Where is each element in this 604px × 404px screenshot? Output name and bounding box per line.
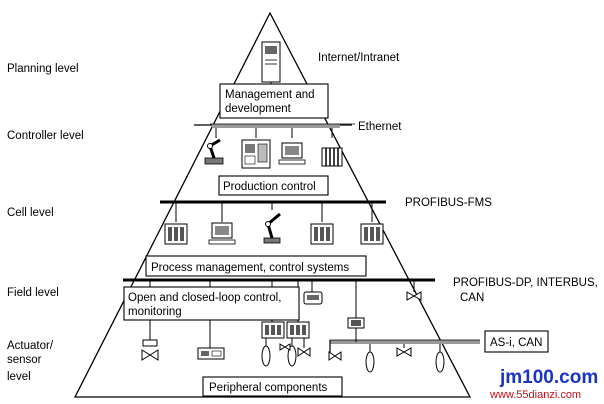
sensor-probe-icon <box>365 344 375 373</box>
level-cell: Cell level <box>7 207 54 219</box>
asi-bus <box>330 340 480 344</box>
network-internet: Internet/Intranet <box>318 52 400 64</box>
management-box <box>219 83 329 119</box>
plc-rack-icon <box>261 321 310 339</box>
open-closed-label-2: monitoring <box>128 306 182 318</box>
valve-icon <box>406 291 422 301</box>
network-profibus-fms: PROFIBUS-FMS <box>405 197 492 209</box>
network-profibus-dp-1: PROFIBUS-DP, INTERBUS, <box>453 277 598 289</box>
plc-rack-icon <box>321 147 343 167</box>
asi-label: AS-i, CAN <box>490 337 542 349</box>
cnc-machine-icon <box>241 139 271 169</box>
computer-terminal-icon <box>278 142 306 165</box>
level-field: Field level <box>7 287 59 299</box>
production-control-box <box>218 175 329 196</box>
watermark-brand: jm100.com <box>499 367 598 388</box>
sensor-probe-icon <box>261 338 311 367</box>
valve-icon <box>396 344 412 357</box>
sensor-probe-icon <box>435 344 445 373</box>
computer-terminal-icon <box>208 222 236 245</box>
robot-arm-icon <box>263 212 281 244</box>
process-management-box <box>145 255 367 277</box>
display-panel-icon <box>303 291 323 305</box>
level-actuator-2: sensor <box>7 354 42 366</box>
open-closed-label-1: Open and closed-loop control, <box>128 292 281 304</box>
level-controller: Controller level <box>7 130 84 142</box>
production-control-label: Production control <box>223 181 316 193</box>
server-tower-icon <box>261 41 281 84</box>
level-planning: Planning level <box>7 63 79 75</box>
management-label-1: Management and <box>225 89 315 101</box>
display-panel-icon <box>197 347 225 360</box>
peripheral-components-label: Peripheral components <box>209 382 328 394</box>
open-closed-loop-box <box>123 286 300 321</box>
plc-rack-icon <box>360 223 384 245</box>
plc-rack-icon <box>310 223 334 245</box>
plc-rack-icon <box>347 317 365 329</box>
peripheral-components-box <box>202 376 343 397</box>
plc-rack-icon <box>164 223 188 245</box>
management-label-2: development <box>225 103 292 115</box>
process-management-label: Process management, control systems <box>151 262 349 274</box>
level-actuator-1: Actuator/ <box>7 340 54 352</box>
valve-icon <box>328 351 342 361</box>
valve-icon <box>141 339 159 361</box>
network-profibus-dp-2: CAN <box>460 292 484 304</box>
pyramid-outline <box>73 11 472 398</box>
ethernet-bus <box>212 124 340 128</box>
watermark-url: www.55dianzi.com <box>489 389 581 401</box>
asi-box <box>484 330 549 353</box>
network-ethernet: Ethernet <box>358 121 402 133</box>
level-actuator-3: level <box>7 371 31 383</box>
robot-arm-icon <box>204 138 224 165</box>
